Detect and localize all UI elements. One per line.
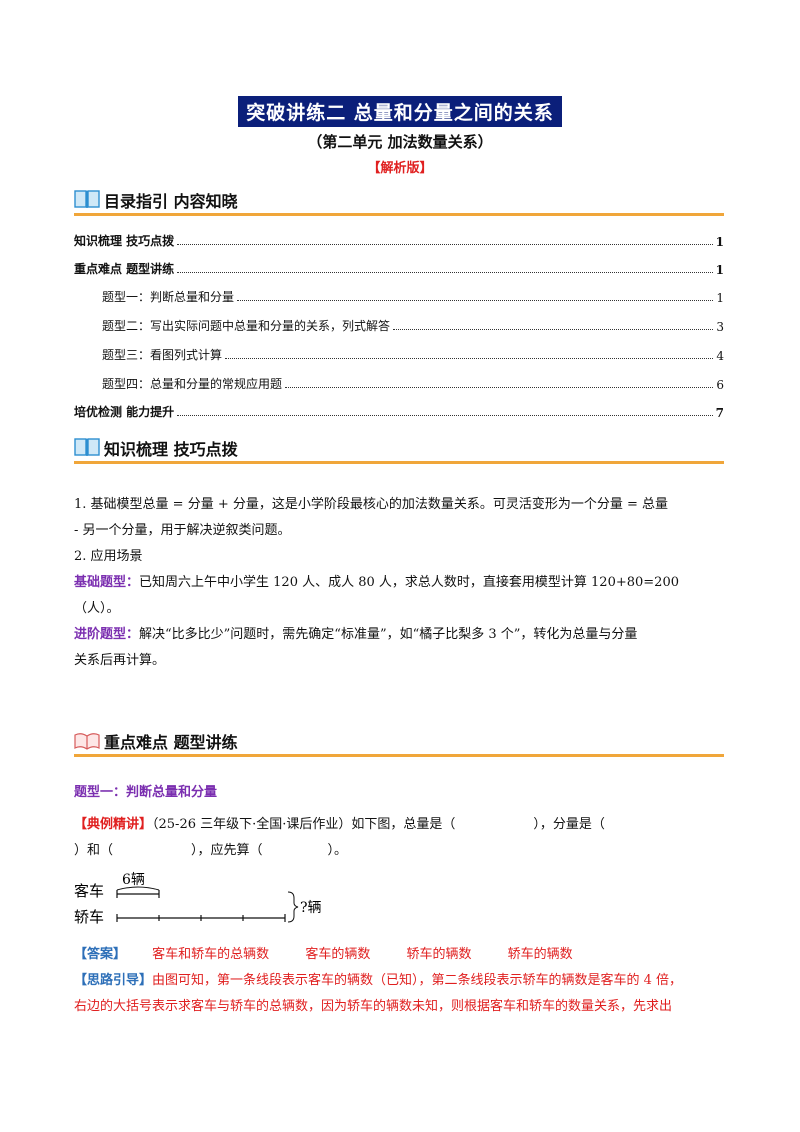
- example-text: （25-26 三年级下·全国·课后作业）如下图，总量是（ ），分量是（: [152, 817, 605, 832]
- bus-label: 客车: [74, 882, 104, 900]
- type1-title-block: 题型一：判断总量和分量: [74, 780, 726, 806]
- text-line: 关系后再计算。: [74, 653, 166, 668]
- total-label: ?辆: [300, 900, 322, 916]
- section-divider: [74, 461, 724, 464]
- answer-line: 【答案】 客车和轿车的总辆数 客车的辆数 轿车的辆数 轿车的辆数: [74, 942, 726, 968]
- toc-heading: 目录指引 内容知晓: [104, 192, 238, 211]
- toc-row[interactable]: 题型三：看图列式计算 4: [102, 343, 724, 363]
- toc-leader: [237, 300, 714, 301]
- knowledge-heading: 知识梳理 技巧点拨: [104, 440, 238, 459]
- page-title: 突破讲练二 总量和分量之间的关系: [238, 96, 562, 127]
- toc-row-page: 4: [716, 349, 724, 363]
- title-banner: 突破讲练二 总量和分量之间的关系: [0, 96, 800, 127]
- toc-leader: [177, 272, 713, 273]
- basic-type-line: 基础题型：已知周六上午中小学生 120 人、成人 80 人，求总人数时，直接套用…: [74, 570, 726, 596]
- toc-row[interactable]: 题型四：总量和分量的常规应用题 6: [102, 372, 724, 392]
- toc-row-title: 重点难点 题型讲练: [74, 262, 175, 276]
- text-line: 解决“比多比少”问题时，需先确定“标准量”，如“橘子比梨多 3 个”，转化为总量…: [139, 627, 638, 642]
- edition-label: 【解析版】: [367, 161, 433, 176]
- bus-count-label: 6辆: [122, 872, 145, 888]
- segment-diagram: 客车 轿车 6辆 ?辆: [74, 872, 322, 926]
- toc-row-page: 1: [715, 235, 724, 249]
- toc-row[interactable]: 培优检测 能力提升 7: [74, 400, 724, 420]
- practice-section-header: 重点难点 题型讲练: [74, 727, 724, 757]
- example-tag: 【典例精讲】: [74, 817, 153, 832]
- answer-item: 轿车的辆数: [507, 947, 573, 962]
- toc-row[interactable]: 知识梳理 技巧点拨 1: [74, 229, 724, 249]
- toc-leader: [393, 329, 714, 330]
- text-line: 2. 应用场景: [74, 549, 143, 564]
- toc-row-page: 1: [716, 291, 724, 305]
- toc-row-page: 1: [715, 263, 724, 277]
- knowledge-section-header: 知识梳理 技巧点拨: [74, 434, 724, 464]
- toc-row[interactable]: 重点难点 题型讲练 1: [74, 257, 724, 277]
- section-divider: [74, 754, 724, 757]
- text-line: - 另一个分量，用于解决逆叙类问题。: [74, 523, 291, 538]
- text-line: 已知周六上午中小学生 120 人、成人 80 人，求总人数时，直接套用模型计算 …: [139, 575, 679, 590]
- car-label: 轿车: [74, 908, 104, 926]
- example-block: 【典例精讲】（25-26 三年级下·全国·课后作业）如下图，总量是（ ），分量是…: [74, 812, 726, 864]
- toc-row[interactable]: 题型一：判断总量和分量 1: [102, 285, 724, 305]
- toc-leader: [285, 387, 714, 388]
- toc-row-title: 培优检测 能力提升: [74, 405, 175, 419]
- toc-leader: [177, 415, 713, 416]
- example-line: 【典例精讲】（25-26 三年级下·全国·课后作业）如下图，总量是（ ），分量是…: [74, 812, 726, 838]
- toc-row-title: 题型二：写出实际问题中总量和分量的关系，列式解答: [102, 319, 391, 333]
- toc-leader: [177, 244, 713, 245]
- text-line: （人）。: [74, 601, 120, 616]
- toc-row-page: 6: [716, 378, 724, 392]
- toc-row-page: 7: [715, 406, 724, 420]
- hint-line: 右边的大括号表示求客车与轿车的总辆数，因为轿车的辆数未知，则根据客车和轿车的数量…: [74, 999, 673, 1014]
- open-book-icon: [74, 733, 100, 750]
- type1-title: 题型一：判断总量和分量: [74, 785, 218, 800]
- hint-line: 【思路引导】由图可知，第一条线段表示客车的辆数（已知），第二条线段表示轿车的辆数…: [74, 968, 726, 994]
- toc-leader: [225, 358, 714, 359]
- answer-item: 轿车的辆数: [406, 947, 472, 962]
- toc-row-title: 题型三：看图列式计算: [102, 348, 223, 362]
- knowledge-paragraph-1: 1. 基础模型总量 = 分量 + 分量，这是小学阶段最核心的加法数量关系。可灵活…: [74, 492, 726, 674]
- book-icon: [74, 438, 100, 456]
- bus-brace: [116, 886, 160, 891]
- answer-block: 【答案】 客车和轿车的总辆数 客车的辆数 轿车的辆数 轿车的辆数 【思路引导】由…: [74, 942, 726, 1020]
- toc-section-header: 目录指引 内容知晓: [74, 186, 724, 216]
- toc-row-title: 题型一：判断总量和分量: [102, 290, 235, 304]
- advanced-type-label: 进阶题型：: [74, 627, 140, 642]
- hint-tag: 【思路引导】: [74, 973, 153, 988]
- basic-type-label: 基础题型：: [74, 575, 140, 590]
- toc-row-page: 3: [716, 320, 724, 334]
- text-line: 1. 基础模型总量 = 分量 + 分量，这是小学阶段最核心的加法数量关系。可灵活…: [74, 497, 669, 512]
- toc-row-title: 知识梳理 技巧点拨: [74, 234, 175, 248]
- practice-heading: 重点难点 题型讲练: [104, 733, 238, 752]
- answer-item: 客车的辆数: [305, 947, 371, 962]
- page-subtitle: （第二单元 加法数量关系）: [307, 133, 493, 151]
- section-divider: [74, 213, 724, 216]
- toc-row-title: 题型四：总量和分量的常规应用题: [102, 377, 283, 391]
- example-line: ）和（ ），应先算（ ）。: [74, 843, 348, 858]
- advanced-type-line: 进阶题型：解决“比多比少”问题时，需先确定“标准量”，如“橘子比梨多 3 个”，…: [74, 622, 726, 648]
- answer-tag: 【答案】: [74, 947, 127, 962]
- book-icon: [74, 190, 100, 208]
- hint-text: 由图可知，第一条线段表示客车的辆数（已知），第二条线段表示轿车的辆数是客车的 4…: [152, 973, 683, 988]
- toc-row[interactable]: 题型二：写出实际问题中总量和分量的关系，列式解答 3: [102, 314, 724, 334]
- total-brace: [287, 891, 299, 923]
- answer-item: 客车和轿车的总辆数: [152, 947, 270, 962]
